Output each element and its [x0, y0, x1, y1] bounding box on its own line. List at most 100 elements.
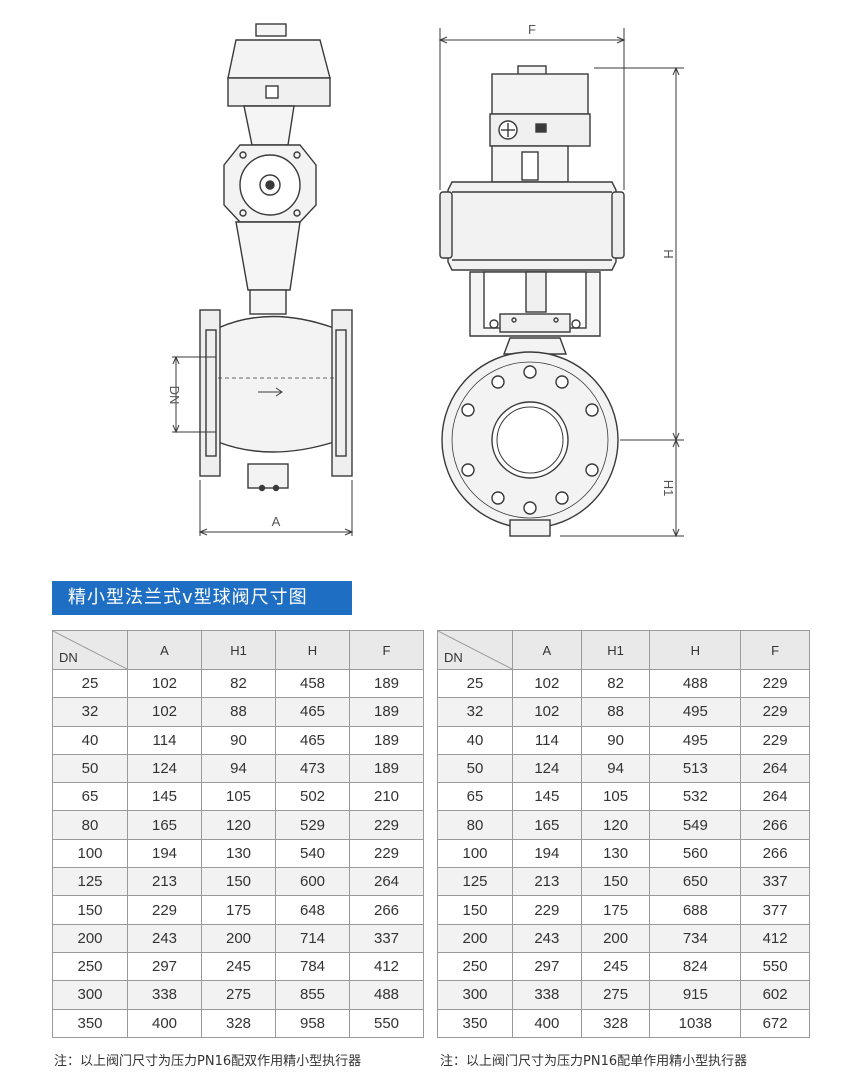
- table-cell: 94: [580, 753, 651, 784]
- table-cell: 150: [580, 867, 651, 897]
- table-cell: 400: [127, 1008, 202, 1038]
- table-cell: 1038: [649, 1008, 742, 1038]
- table-cell: 465: [275, 697, 350, 727]
- table-cell: 65: [437, 782, 513, 812]
- table-cell: 266: [740, 810, 810, 840]
- dn-header-label: DN: [444, 650, 463, 665]
- note-left: 注：以上阀门尺寸为压力PN16配双作用精小型执行器: [54, 1054, 362, 1069]
- a-dimension: [198, 480, 354, 536]
- dn-header: DN: [52, 630, 128, 670]
- table-cell: 100: [52, 838, 128, 869]
- table-cell: 264: [740, 753, 810, 784]
- table-cell: 213: [127, 867, 202, 897]
- table-cell: 412: [349, 951, 424, 982]
- table-cell: 189: [349, 668, 424, 699]
- table-cell: 650: [649, 867, 742, 897]
- table-cell: 88: [201, 697, 276, 727]
- table-cell: 120: [201, 810, 276, 840]
- table-cell: 165: [512, 810, 582, 840]
- table-cell: 102: [127, 697, 202, 727]
- table-cell: 672: [740, 1008, 810, 1038]
- table-cell: 194: [127, 838, 202, 869]
- table-cell: 125: [52, 867, 128, 897]
- a-header: A: [512, 630, 582, 670]
- table-cell: 338: [512, 980, 582, 1010]
- table-cell: 550: [349, 1008, 424, 1038]
- table-cell: 200: [201, 923, 276, 953]
- a-header: A: [127, 630, 202, 670]
- valve-drawing: DN A F H H1: [167, 22, 684, 538]
- table-cell: 824: [649, 951, 742, 982]
- table-cell: 337: [740, 867, 810, 897]
- table-cell: 80: [437, 810, 513, 840]
- dn-header: DN: [437, 630, 513, 670]
- f-dimension: [438, 28, 626, 190]
- table-cell: 688: [649, 895, 742, 925]
- table-cell: 229: [740, 725, 810, 755]
- table-cell: 200: [580, 923, 651, 953]
- table-cell: 250: [437, 951, 513, 982]
- table-cell: 229: [127, 895, 202, 925]
- table-cell: 102: [512, 668, 582, 699]
- table-cell: 145: [127, 782, 202, 812]
- table-cell: 229: [740, 668, 810, 699]
- table-cell: 229: [740, 697, 810, 727]
- table-cell: 275: [580, 980, 651, 1010]
- table-cell: 784: [275, 951, 350, 982]
- table-cell: 958: [275, 1008, 350, 1038]
- table-cell: 175: [201, 895, 276, 925]
- table-cell: 150: [437, 895, 513, 925]
- note-right: 注：以上阀门尺寸为压力PN16配单作用精小型执行器: [440, 1054, 748, 1069]
- table-cell: 855: [275, 980, 350, 1010]
- table-cell: 130: [580, 838, 651, 869]
- table-cell: 114: [127, 725, 202, 755]
- table-cell: 130: [201, 838, 276, 869]
- table-cell: 94: [201, 753, 276, 784]
- table-cell: 165: [127, 810, 202, 840]
- table-cell: 102: [512, 697, 582, 727]
- table-cell: 150: [52, 895, 128, 925]
- table-cell: 124: [512, 753, 582, 784]
- table-cell: 80: [52, 810, 128, 840]
- f-header: F: [349, 630, 424, 670]
- table-cell: 465: [275, 725, 350, 755]
- table-cell: 229: [512, 895, 582, 925]
- table-cell: 297: [512, 951, 582, 982]
- table-cell: 266: [349, 895, 424, 925]
- left-valve-body: [199, 309, 353, 492]
- table-cell: 245: [201, 951, 276, 982]
- table-cell: 189: [349, 725, 424, 755]
- table-cell: 549: [649, 810, 742, 840]
- table-cell: 90: [201, 725, 276, 755]
- table-cell: 88: [580, 697, 651, 727]
- table-cell: 532: [649, 782, 742, 812]
- table-header-row: DN A H1 H F: [437, 630, 810, 670]
- table-cell: 734: [649, 923, 742, 953]
- table-cell: 328: [580, 1008, 651, 1038]
- table-cell: 915: [649, 980, 742, 1010]
- table-cell: 328: [201, 1008, 276, 1038]
- table-cell: 229: [349, 838, 424, 869]
- table-cell: 150: [201, 867, 276, 897]
- table-cell: 350: [437, 1008, 513, 1038]
- table-cell: 473: [275, 753, 350, 784]
- table-cell: 550: [740, 951, 810, 982]
- table-cell: 243: [127, 923, 202, 953]
- table-cell: 229: [349, 810, 424, 840]
- table-cell: 175: [580, 895, 651, 925]
- table-cell: 90: [580, 725, 651, 755]
- table-cell: 213: [512, 867, 582, 897]
- table-cell: 100: [437, 838, 513, 869]
- table-cell: 412: [740, 923, 810, 953]
